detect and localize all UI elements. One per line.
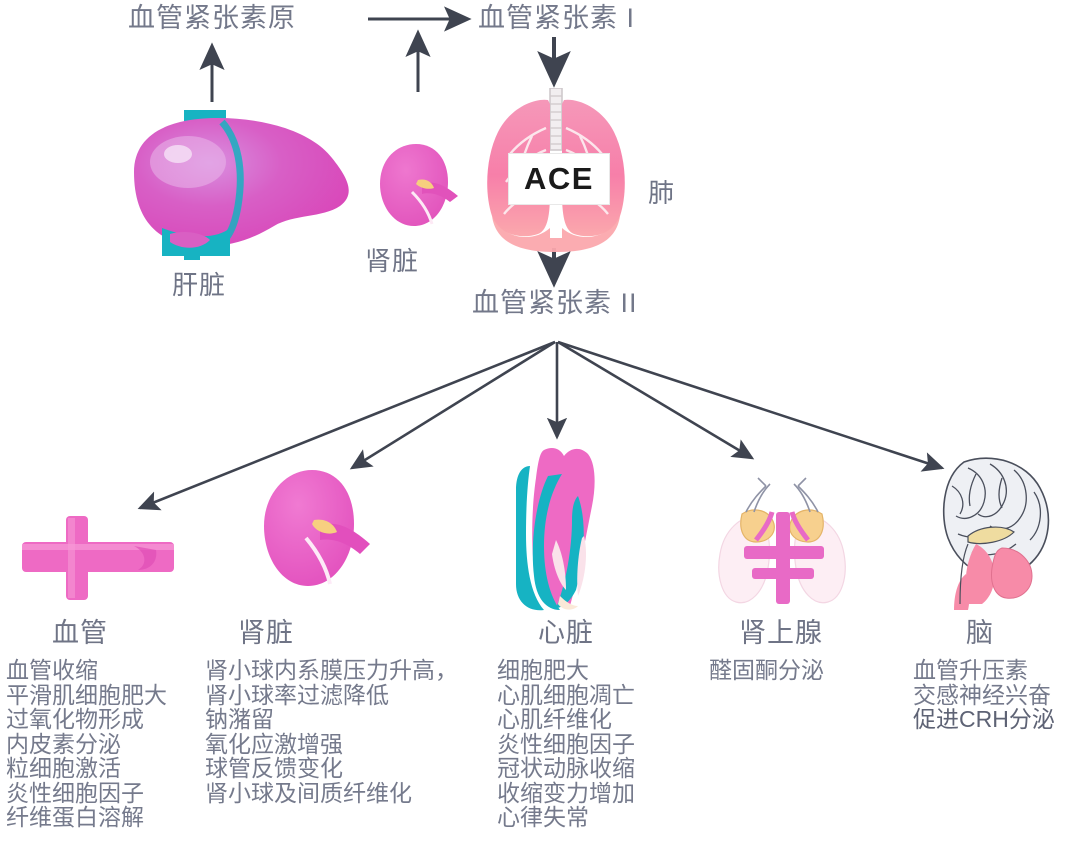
effect-item: 过氧化物形成: [6, 706, 144, 732]
ace-enzyme-box: ACE: [508, 153, 610, 205]
caption-liver: 肝脏: [172, 270, 227, 300]
caption-lung: 肺: [648, 178, 676, 208]
kidney-illustration-bottom: [258, 466, 374, 602]
effect-item: 促进CRH分泌: [913, 706, 1055, 732]
effect-item: 纤维蛋白溶解: [6, 804, 144, 830]
effect-item: 氧化应激增强: [205, 730, 343, 757]
label-angiotensinogen: 血管紧张素原: [128, 3, 296, 33]
adrenal-illustration: [712, 472, 852, 612]
arrow-to-adrenal: [557, 340, 755, 460]
effect-item: 冠状动脉收缩: [497, 755, 635, 781]
effects-list-vessel: 血管收缩 平滑肌细胞肥大 过氧化物形成 内皮素分泌 粒细胞激活 炎性细胞因子 纤…: [6, 658, 167, 830]
effects-list-kidney: 肾小球内系膜压力升高， 肾小球率过滤降低 钠潴留 氧化应激增强 球管反馈变化 肾…: [205, 658, 458, 805]
effect-item: 粒细胞激活: [6, 755, 121, 781]
effect-item: 肾小球率过滤降低: [205, 681, 389, 708]
effect-item: 心肌细胞凋亡: [497, 681, 635, 708]
liver-illustration: [126, 110, 366, 265]
effect-item: 炎性细胞因子: [6, 779, 144, 806]
heart-illustration: [500, 444, 616, 616]
effects-list-brain: 血管升压素 交感神经兴奋 促进CRH分泌: [913, 658, 1055, 732]
column-header-heart: 心脏: [538, 618, 594, 648]
effect-item: 血管收缩: [6, 657, 98, 683]
effect-item: 细胞肥大: [497, 657, 589, 683]
effect-item: 平滑肌细胞肥大: [6, 681, 167, 708]
effect-item: 血管升压素: [913, 657, 1028, 683]
effect-item: 醛固酮分泌: [709, 657, 824, 683]
effect-item: 收缩变力增加: [497, 779, 635, 806]
effect-item: 肾小球及间质纤维化: [205, 779, 412, 806]
brain-illustration: [906, 452, 1058, 612]
effect-item: 肾小球内系膜压力升高，: [205, 657, 458, 683]
effects-list-heart: 细胞肥大 心肌细胞凋亡 心肌纤维化 炎性细胞因子 冠状动脉收缩 收缩变力增加 心…: [497, 658, 635, 830]
column-header-vessel: 血管: [52, 618, 108, 648]
label-angiotensin-1: 血管紧张素 I: [478, 3, 636, 33]
vessel-illustration: [22, 516, 182, 600]
effect-item: 内皮素分泌: [6, 730, 121, 757]
effect-item: 钠潴留: [205, 706, 274, 732]
kidney-illustration-top: [372, 140, 464, 240]
effect-item: 交感神经兴奋: [913, 681, 1051, 708]
effect-item: 心律失常: [497, 804, 589, 830]
effect-item: 炎性细胞因子: [497, 730, 635, 757]
column-header-kidney: 肾脏: [238, 618, 294, 648]
caption-kidney-top: 肾脏: [365, 246, 420, 276]
column-header-adrenal: 肾上腺: [739, 618, 823, 648]
column-header-brain: 脑: [966, 618, 994, 648]
effect-item: 球管反馈变化: [205, 755, 343, 781]
effects-list-adrenal: 醛固酮分泌: [709, 658, 824, 683]
label-angiotensin-2: 血管紧张素 II: [472, 288, 638, 318]
effect-item: 心肌纤维化: [497, 706, 612, 732]
